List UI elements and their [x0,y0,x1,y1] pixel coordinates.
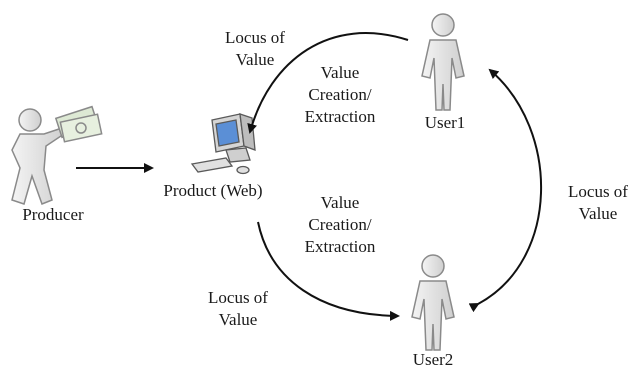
user1-to-product-arrow [247,32,409,134]
user1-label: User1 [424,113,466,132]
producer-label: Producer [22,205,84,224]
user2-label: User2 [412,350,454,369]
value-creation-extraction-label-top: Value Creation/ Extraction [304,63,376,126]
value-creation-extraction-label-bottom: Value Creation/ Extraction [304,193,376,256]
money-icon [54,105,103,143]
product-to-user2-arrow [257,221,400,321]
user2-person-icon [411,254,455,351]
user1-person-icon [421,13,465,111]
user2-user1-arrow [468,68,542,313]
product-label: Product (Web) [163,181,263,200]
locus-of-value-label-bottom: Locus of Value [208,288,268,329]
locus-of-value-label-top: Locus of Value [225,28,285,69]
computer-icon [190,113,256,175]
producer-icon [11,105,103,205]
locus-of-value-label-right: Locus of Value [568,182,628,223]
